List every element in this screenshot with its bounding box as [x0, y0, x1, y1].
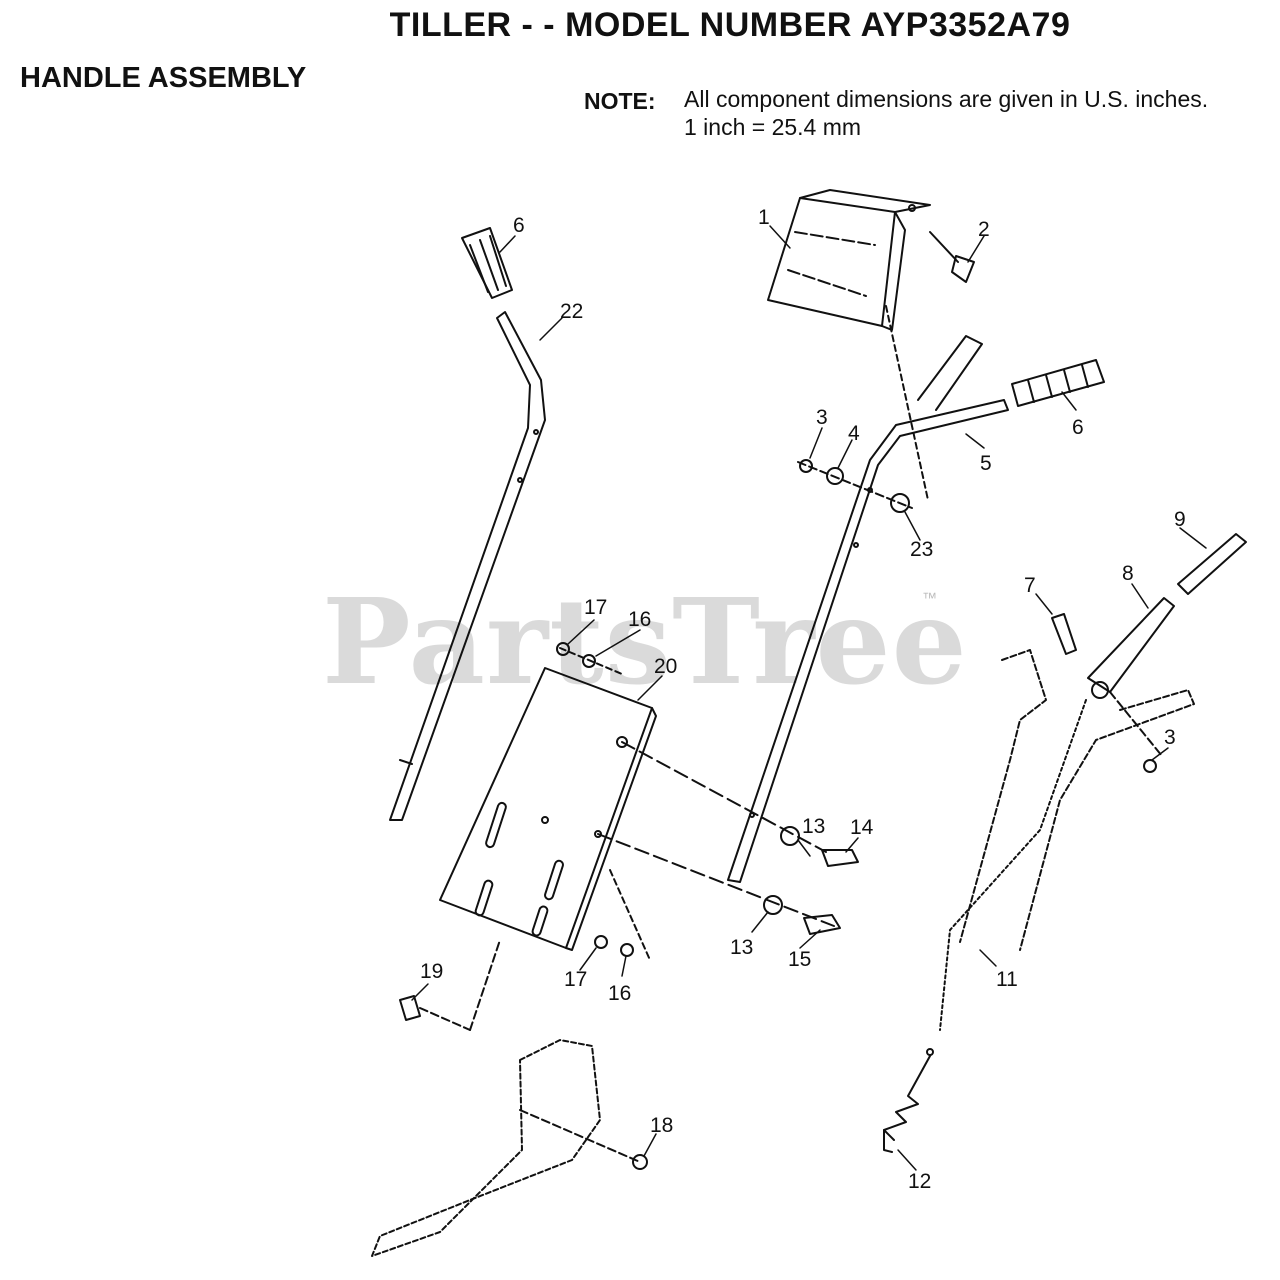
part-19-bolt [399, 939, 501, 1031]
callout-3: 3 [816, 406, 828, 429]
parts-3-4-23-hardware [797, 305, 929, 513]
callout-6: 6 [1072, 416, 1084, 439]
callout-15: 15 [788, 948, 811, 971]
tiller-frame-reference [371, 1039, 648, 1257]
callout-3: 3 [1164, 726, 1176, 749]
watermark-tm: ™ [922, 590, 937, 607]
note-label: NOTE: [584, 88, 656, 114]
part-12-spring [883, 1048, 934, 1153]
watermark: PartsTree [322, 572, 968, 711]
callout-4: 4 [848, 422, 860, 445]
callout-11: 11 [996, 968, 1018, 991]
parts-13-14-15-bolts [597, 741, 859, 935]
diagram-title: TILLER - - MODEL NUMBER AYP3352A79 [389, 6, 1071, 44]
parts-17-16-top-hardware [556, 642, 623, 675]
callout-5: 5 [980, 452, 992, 475]
part-11-control-cable [939, 649, 1195, 1031]
part-22-left-handle [389, 311, 546, 821]
callout-8: 8 [1122, 562, 1134, 585]
note-line-1: All component dimensions are given in U.… [684, 86, 1209, 112]
callout-19: 19 [420, 960, 443, 983]
callout-9: 9 [1174, 508, 1186, 531]
leader-lines [411, 225, 1207, 1171]
note-line-2: 1 inch = 25.4 mm [684, 114, 862, 140]
callout-16: 16 [608, 982, 631, 1005]
parts-7-8-9-control-lever [1051, 533, 1247, 773]
callout-12: 12 [908, 1170, 931, 1193]
assembly-subtitle: HANDLE ASSEMBLY [20, 62, 307, 94]
callout-23: 23 [910, 538, 933, 561]
part-6-left-grip [461, 227, 513, 299]
callout-labels: 6 22 1 2 6 5 3 4 23 9 7 8 3 17 16 20 13 … [420, 206, 1186, 1193]
callout-17: 17 [564, 968, 587, 991]
part-2-bolt [929, 231, 975, 283]
callout-22: 22 [560, 300, 583, 323]
part-20-plate [439, 667, 657, 951]
callout-16: 16 [628, 608, 651, 631]
callout-20: 20 [654, 655, 677, 678]
callout-14: 14 [850, 816, 874, 839]
callout-7: 7 [1024, 574, 1036, 597]
part-6-right-grip [1011, 359, 1105, 407]
callout-18: 18 [650, 1114, 673, 1137]
callout-1: 1 [758, 206, 770, 229]
part-5-right-handle [727, 335, 1009, 883]
callout-13: 13 [802, 815, 825, 838]
parts-17-16-bottom-hardware [594, 869, 651, 961]
callout-2: 2 [978, 218, 990, 241]
callout-17: 17 [584, 596, 607, 619]
callout-13: 13 [730, 936, 753, 959]
callout-6: 6 [513, 214, 525, 237]
part-1-bracket [767, 189, 931, 331]
